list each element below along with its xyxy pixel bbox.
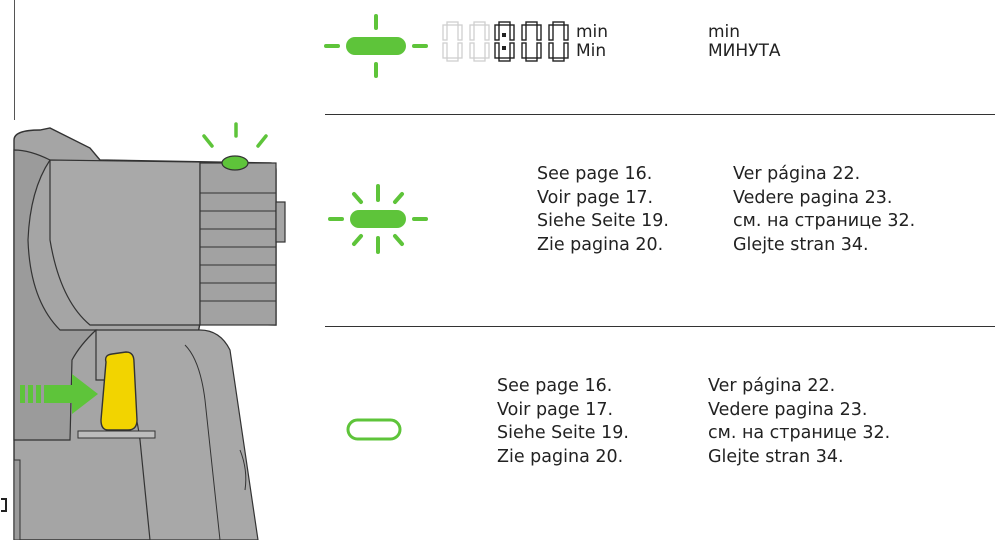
page-ref: см. на странице 32. [733, 211, 916, 231]
refs-right-off: Ver página 22. Vedere pagina 23. см. на … [708, 375, 890, 469]
page-ref: Ver página 22. [733, 164, 861, 184]
press-arrow-icon [20, 374, 98, 414]
page-ref: Voir page 17. [497, 399, 614, 420]
page-ref: See page 16. [537, 164, 653, 184]
page-ref: Zie pagina 20. [537, 234, 664, 255]
page-ref: Glejte stran 34. [733, 234, 869, 255]
unit-line: min [708, 22, 741, 42]
page-ref: Vedere pagina 23. [733, 187, 893, 208]
flashing-led-icon [328, 184, 428, 254]
divider [325, 114, 995, 115]
page-ref: Glejte stran 34. [708, 446, 844, 467]
seven-segment-display [442, 21, 569, 62]
unit-line: Min [576, 41, 607, 61]
page-ref: Siehe Seite 19. [497, 423, 629, 443]
blinking-led-icon [324, 14, 428, 78]
left-rule [14, 0, 15, 120]
refs-left-off: See page 16. Voir page 17. Siehe Seite 1… [497, 375, 629, 469]
page-ref: Vedere pagina 23. [708, 399, 868, 420]
page-ref: Zie pagina 20. [497, 446, 624, 467]
unit-line: min [576, 22, 609, 42]
divider [325, 326, 995, 327]
page-ref: See page 16. [497, 376, 613, 396]
page-ref: Ver página 22. [708, 376, 836, 396]
page-ref: см. на странице 32. [708, 423, 891, 443]
page-ref: Voir page 17. [537, 187, 654, 208]
refs-left-flashing: See page 16. Voir page 17. Siehe Seite 1… [537, 163, 669, 257]
display-unit-left: min Min [576, 23, 608, 61]
corner-mark [1, 498, 7, 512]
refs-right-flashing: Ver página 22. Vedere pagina 23. см. на … [733, 163, 915, 257]
device-illustration [13, 122, 286, 540]
unit-line: МИНУТА [708, 41, 781, 61]
off-led-icon [346, 418, 402, 441]
display-unit-right: min МИНУТА [708, 23, 781, 61]
page-ref: Siehe Seite 19. [537, 211, 669, 231]
